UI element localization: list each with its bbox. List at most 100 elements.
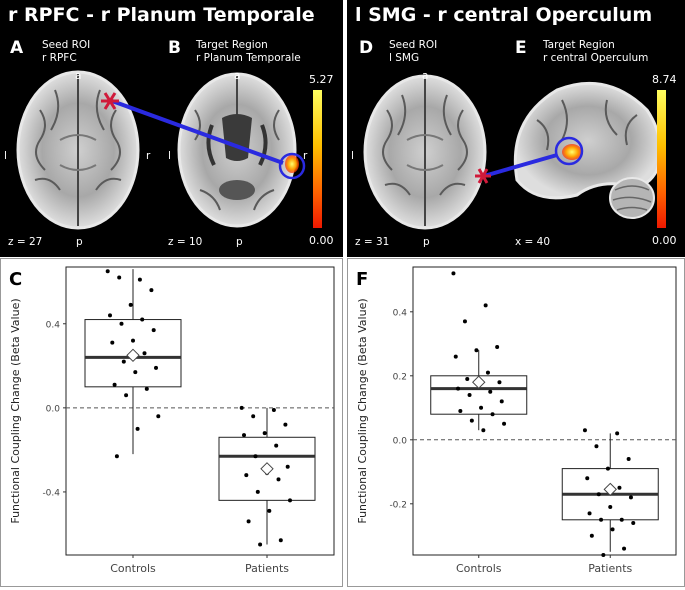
data-point <box>267 508 272 513</box>
data-point <box>108 313 112 318</box>
mean-diamond <box>126 348 140 362</box>
panel-E-description: Target Region r central Operculum <box>543 39 648 65</box>
panel-A-description: Seed ROI r RPFC <box>42 39 90 65</box>
data-point <box>456 386 461 391</box>
data-point <box>156 414 161 419</box>
data-point <box>628 495 633 500</box>
orient-p-D: p <box>423 236 430 248</box>
data-point <box>474 348 479 353</box>
y-tick-label: -0.2 <box>389 500 407 510</box>
data-point <box>258 542 263 547</box>
data-point <box>495 345 500 349</box>
data-point <box>587 511 592 516</box>
data-point <box>453 354 458 359</box>
data-point <box>142 351 147 356</box>
data-point <box>253 454 258 459</box>
panel-letter-F: F <box>356 269 368 290</box>
plot-frame <box>412 266 677 556</box>
data-point <box>117 275 122 280</box>
data-point <box>119 321 124 326</box>
panel-D-description: Seed ROI l SMG <box>389 39 437 65</box>
data-point <box>149 288 154 293</box>
orient-p-B: p <box>236 236 243 248</box>
data-point <box>585 476 590 481</box>
data-point <box>626 457 631 461</box>
data-point <box>154 365 158 370</box>
y-tick-label: 0.4 <box>393 308 408 318</box>
panel-title-left: r RPFC - r Planum Temporale <box>8 4 315 26</box>
data-point <box>285 464 290 469</box>
panel-B-line1: Target Region <box>196 39 268 51</box>
panel-A-line2: r RPFC <box>42 52 77 64</box>
data-point <box>255 489 260 494</box>
data-point <box>589 533 594 538</box>
data-point <box>467 393 472 397</box>
panel-D-line1: Seed ROI <box>389 39 438 51</box>
brain-panel-left: r RPFC - r Planum Temporale A Seed ROI r… <box>0 0 343 257</box>
data-point <box>105 269 110 274</box>
data-point <box>242 433 246 438</box>
axial-brain-A <box>16 70 140 230</box>
data-point <box>605 466 610 471</box>
x-tick-label: Controls <box>456 562 502 575</box>
y-tick-label: 0.2 <box>393 372 407 382</box>
data-point <box>488 389 493 394</box>
panel-E-line2: r central Operculum <box>543 52 649 64</box>
colorbar-E <box>657 90 666 228</box>
data-point <box>465 377 470 381</box>
box-patients <box>218 436 316 501</box>
data-point <box>137 277 142 282</box>
seed-star-icon-A <box>101 92 119 110</box>
slice-label-D: z = 31 <box>355 236 390 248</box>
data-point <box>278 538 283 543</box>
data-point <box>246 519 251 524</box>
panel-letter-D: D <box>359 38 374 58</box>
brain-images-left <box>16 70 322 230</box>
data-point <box>251 414 256 419</box>
brain-images-right <box>363 74 666 230</box>
panel-D-line2: l SMG <box>389 52 420 64</box>
colorbar-max-B: 5.27 <box>309 73 334 86</box>
y-axis-label: Functional Coupling Change (Beta Value) <box>9 298 22 523</box>
connection-line-left <box>111 99 284 165</box>
orient-a-D: a <box>422 70 429 82</box>
data-point <box>128 302 133 307</box>
slice-label-E: x = 40 <box>515 236 551 248</box>
orient-a-A: a <box>75 70 82 82</box>
data-point <box>114 454 119 459</box>
activation-blob-E <box>562 144 582 160</box>
data-point <box>121 359 126 364</box>
data-point <box>490 412 495 417</box>
target-circle-B <box>278 152 306 180</box>
y-axis-label: Functional Coupling Change (Beta Value) <box>356 298 369 523</box>
y-tick-label: -0.4 <box>42 488 60 498</box>
panel-A-line1: Seed ROI <box>42 39 91 51</box>
data-point <box>479 405 484 410</box>
data-point <box>271 407 276 412</box>
data-point <box>596 492 601 497</box>
panel-letter-C: C <box>9 269 22 290</box>
data-point <box>582 428 587 433</box>
data-point <box>131 338 135 343</box>
mean-diamond <box>603 482 617 497</box>
x-tick-label: Patients <box>588 562 632 575</box>
data-point <box>274 443 279 448</box>
sagittal-brain-E <box>513 81 662 219</box>
target-circle-E <box>554 136 584 166</box>
data-point <box>622 546 627 551</box>
data-point <box>617 485 622 490</box>
data-point <box>276 477 281 482</box>
data-point <box>497 380 502 385</box>
data-point <box>619 517 624 522</box>
data-point <box>244 473 249 478</box>
data-point <box>140 317 145 322</box>
axial-brain-D <box>363 74 487 230</box>
data-point <box>594 444 599 449</box>
data-point <box>608 505 613 509</box>
orient-l-D: l <box>351 150 354 162</box>
brain-panel-right: l SMG - r central Operculum D Seed ROI l… <box>347 0 685 257</box>
data-point <box>151 328 156 333</box>
